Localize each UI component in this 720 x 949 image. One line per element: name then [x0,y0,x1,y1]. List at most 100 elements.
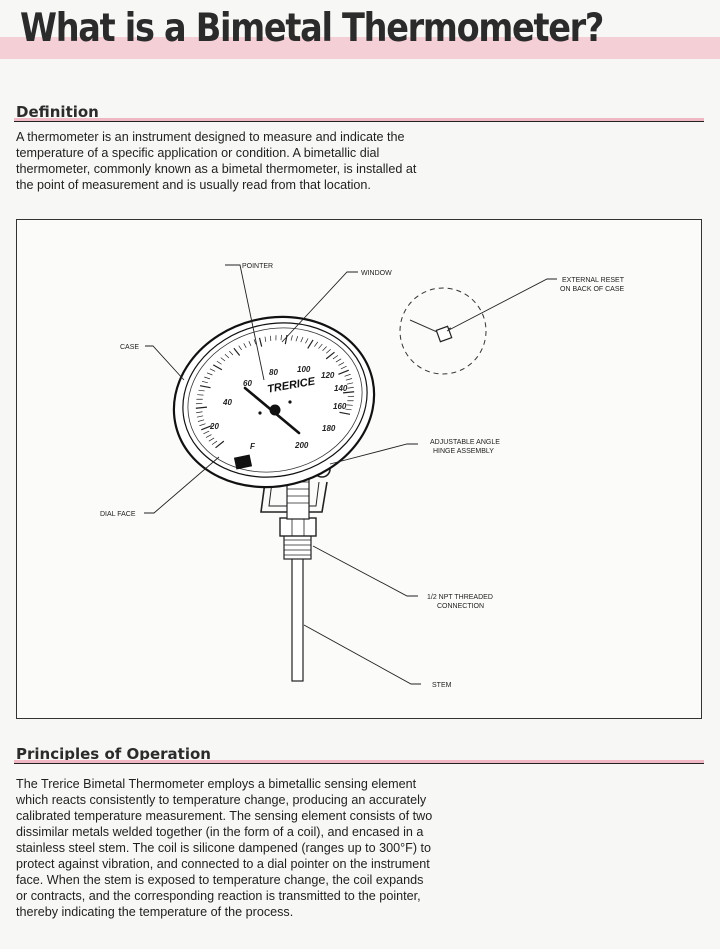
dial-number: 60 [243,379,252,388]
dial-tick [224,353,230,359]
dial-tick [290,335,293,341]
thermometer-illustration: 20 40 60 80 100 120 140 160 180 200 TRER… [100,263,625,689]
dial-tick [206,372,213,376]
trerice-logo-icon [233,454,253,470]
dial-tick [248,341,252,347]
dial-tick [280,334,282,341]
dial-tick [243,343,247,348]
dial-tick [205,434,212,438]
leader-lines [144,264,557,685]
dial-tick [346,382,354,385]
dial-tick [325,351,335,360]
dial-tick [338,362,345,366]
principles-line: stainless steel stem. The coil is silico… [16,841,432,855]
dial-tick [199,423,206,427]
dial-ticks [195,334,355,449]
dial-number: 20 [209,422,219,431]
dial-tick [318,343,323,349]
dial-tick [344,373,351,377]
dial-tick [347,386,354,389]
dial-tick [345,378,353,381]
definition-line: the point of measurement and is usually … [16,178,371,192]
dial-tick [322,346,327,352]
dial-tick [238,345,242,351]
dial-tick [196,415,204,418]
dial-number: 40 [222,398,232,407]
dial-tick [307,339,314,349]
definition-line: thermometer, commonly known as a bimetal… [16,162,417,176]
label-dial-face: DIAL FACE [100,511,136,518]
dial-tick [197,419,205,422]
principles-line: calibrated temperature measurement. The … [16,809,433,823]
dial-tick [332,355,339,360]
dial-tick [204,376,211,380]
dial-tick [338,369,349,375]
page-title: What is a Bimetal Thermometer? [20,6,604,51]
definition-rule-accent [14,118,704,121]
dial-tick [209,368,216,372]
label-npt-threaded: 1/2 NPT THREADED [427,594,493,601]
dial-tick [253,339,257,345]
principles-line: thereby indicating the temperature of th… [16,905,294,919]
dial-tick [203,430,210,435]
label-pointer: POINTER [242,263,273,270]
dial-tick [211,440,218,445]
principles-rule-accent [14,760,704,763]
title-highlight-band [0,37,720,59]
dial-tick [198,389,205,392]
dial-number: 200 [294,441,309,450]
label-case: CASE [120,344,139,351]
dial-tick [342,391,355,394]
dial-number: 80 [269,368,278,377]
principles-paragraph: The Trerice Bimetal Thermometer employs … [16,776,432,920]
hex-nut-shape [279,517,317,537]
principles-heading: Principles of Operation [16,745,211,763]
principles-line: dissimilar metals welded together (in th… [16,825,424,839]
definition-heading: Definition [16,103,99,121]
dial-tick [201,425,212,431]
dial-face-shape [187,327,363,473]
dial-tick [216,360,222,365]
dial-tick [212,364,223,371]
definition-paragraph: A thermometer is an instrument designed … [16,129,416,193]
principles-line: face. When the stem is exposed to temper… [16,873,424,887]
definition-line: temperature of a specific application or… [16,146,380,160]
label-hinge-assembly: HINGE ASSEMBLY [433,448,494,455]
dial-tick [233,347,241,356]
dial-tick [258,337,263,347]
label-external-reset-line2: ON BACK OF CASE [560,286,625,293]
definition-line: A thermometer is an instrument designed … [16,130,405,144]
dial-tick [229,350,234,356]
dial-tick [264,336,267,342]
dial-number: 120 [321,371,335,380]
dial-number: 160 [333,402,347,411]
dial-tick [195,406,208,409]
threaded-connection-shape [283,534,312,560]
dial-number: 180 [322,424,336,433]
principles-line: or contracts, and the corresponding reac… [16,889,421,903]
dial-tick [220,357,226,362]
dial-tick [314,341,319,347]
label-window: WINDOW [361,270,392,277]
window-shape [182,322,368,478]
dial-tick [199,385,211,389]
principles-line: The Trerice Bimetal Thermometer employs … [16,777,417,791]
dial-number: 100 [297,365,311,374]
dial-tick [340,365,347,370]
dial-tick [300,336,304,343]
dial-tick [201,380,208,384]
dial-tick [295,335,299,342]
principles-rule [14,763,704,764]
dial-unit: F [250,442,256,451]
definition-rule [14,121,704,122]
external-reset-detail [399,287,487,375]
pointer-shape [243,386,301,435]
dial-number: 140 [334,384,348,393]
dial-tick [345,408,352,411]
dial-tick [196,411,203,414]
label-stem: STEM [432,682,452,689]
principles-line: which reacts consistently to temperature… [16,793,427,807]
dial-tick [305,338,309,344]
label-external-reset: EXTERNAL RESET [562,277,625,284]
stem-shape [291,556,304,682]
